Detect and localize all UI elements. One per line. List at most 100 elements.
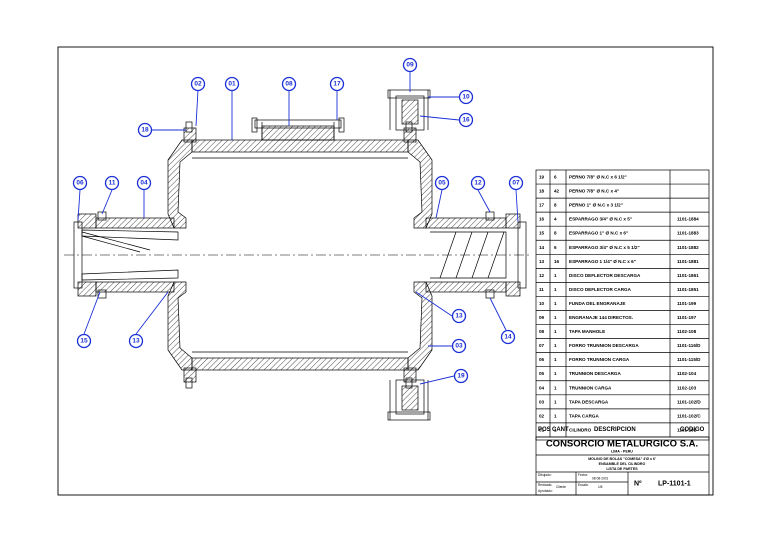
row-code: 1101-1851 <box>677 287 699 292</box>
row-desc: ENGRANAJE 144 DIRECTOS. <box>569 315 633 320</box>
balloon-label: 09 <box>406 62 414 69</box>
balloon-label: 12 <box>474 180 482 187</box>
balloon-label: 18 <box>141 127 149 134</box>
row-code: 1101-197 <box>677 315 697 320</box>
row-desc: FUNDA DEL ENGRANAJE <box>569 301 625 306</box>
row-desc: TAPA CARGA <box>569 413 599 418</box>
balloon-label: 07 <box>512 180 520 187</box>
scale-label: Escala: <box>578 483 589 487</box>
row-desc: PERNO 1" Ø N.C x 3 1/2" <box>569 203 623 208</box>
row-code: 1102-108 <box>677 329 697 334</box>
cylinder-shell-bottom <box>191 357 409 371</box>
row-pos: 19 <box>539 175 545 180</box>
balloon-label: 08 <box>285 81 293 88</box>
row-cant: 1 <box>554 343 557 348</box>
row-cant: 6 <box>554 175 557 180</box>
cylinder-shell-top <box>191 139 409 153</box>
balloon-label: 14 <box>504 334 512 341</box>
balloon-callouts: 02 01 08 17 09 10 16 18 06 11 <box>72 57 524 385</box>
row-cant: 8 <box>554 231 557 236</box>
balloon-14 <box>500 329 516 345</box>
row-code: 1101-1882 <box>677 245 699 250</box>
row-pos: 11 <box>539 287 544 292</box>
balloon-label: 06 <box>76 180 84 187</box>
mill-assembly-drawing <box>64 89 530 421</box>
row-desc: DISCO DEFLECTOR DESCARGA <box>569 273 641 278</box>
balloon-label: 11 <box>109 180 116 187</box>
row-cant: 16 <box>554 259 560 264</box>
balloon-15 <box>76 333 92 349</box>
row-code: 1101-1884 <box>677 217 699 222</box>
parts-table-header: POS CANT DESCRIPCION CODIGO <box>538 427 705 433</box>
balloon-label: 13 <box>455 313 463 320</box>
balloon-label: 01 <box>228 81 236 88</box>
row-code: 1102-103 <box>677 385 697 390</box>
row-cant: 1 <box>554 427 557 432</box>
balloon-09 <box>402 57 418 73</box>
balloon-label: 05 <box>438 180 446 187</box>
girth-gear-bottom <box>395 379 425 415</box>
scale-value: 1/8 <box>598 485 603 489</box>
balloon-01 <box>224 76 240 92</box>
balloon-10 <box>458 89 474 105</box>
header-cant: CANT <box>552 427 569 433</box>
row-pos: 17 <box>539 203 545 208</box>
row-code: 1101-1883 <box>677 231 699 236</box>
balloon-label: 15 <box>80 338 88 345</box>
feed-trunnion-top <box>95 217 175 229</box>
row-cant: 1 <box>554 287 557 292</box>
row-pos: 04 <box>539 385 545 390</box>
balloon-13-left <box>128 333 144 349</box>
balloon-label: 19 <box>457 373 465 380</box>
row-pos: 14 <box>539 245 545 250</box>
drawn-by-label: Dibujado: <box>538 473 552 477</box>
row-desc: TRUNNION CARGA <box>569 385 612 390</box>
row-pos: 18 <box>539 189 545 194</box>
row-cant: 1 <box>554 385 557 390</box>
row-pos: 13 <box>539 259 545 264</box>
row-pos: 05 <box>539 371 545 376</box>
drawing-title-line2: ENSAMBLE DEL CILINDRO <box>599 462 646 466</box>
balloon-02 <box>190 76 206 92</box>
row-desc: FORRO TRUNNION CARGA <box>569 357 630 362</box>
row-pos: 10 <box>539 301 545 306</box>
feed-trunnion-bottom <box>95 281 175 293</box>
row-desc: FORRO TRUNNION DESCARGA <box>569 343 639 348</box>
balloon-19 <box>453 368 469 384</box>
balloon-label: 13 <box>132 338 140 345</box>
row-cant: 4 <box>554 217 557 222</box>
row-code: 1101-1881 <box>677 259 699 264</box>
table-row: 04 1 TRUNNION CARGA 1102-103 <box>539 385 697 390</box>
row-code: 1101-1861 <box>677 273 699 278</box>
row-pos: 09 <box>539 315 545 320</box>
company-location: LIMA - PERU <box>611 450 633 454</box>
balloon-04 <box>136 175 152 191</box>
balloon-13-right <box>451 308 467 324</box>
row-pos: 07 <box>539 343 545 348</box>
discharge-head <box>407 139 433 229</box>
checked-label: Revisado: <box>538 483 552 487</box>
balloon-label: 10 <box>462 94 470 101</box>
row-pos: 01 <box>539 427 545 432</box>
balloon-11 <box>104 175 120 191</box>
row-pos: 06 <box>539 357 545 362</box>
row-desc: CILINDRO <box>569 427 592 432</box>
row-cant: 6 <box>554 245 557 250</box>
date-label: Fecha: <box>578 473 588 477</box>
balloon-16 <box>458 112 474 128</box>
balloon-12 <box>470 175 486 191</box>
row-code: 1101-115/D <box>677 357 701 362</box>
row-code: 1102-104 <box>677 371 697 376</box>
